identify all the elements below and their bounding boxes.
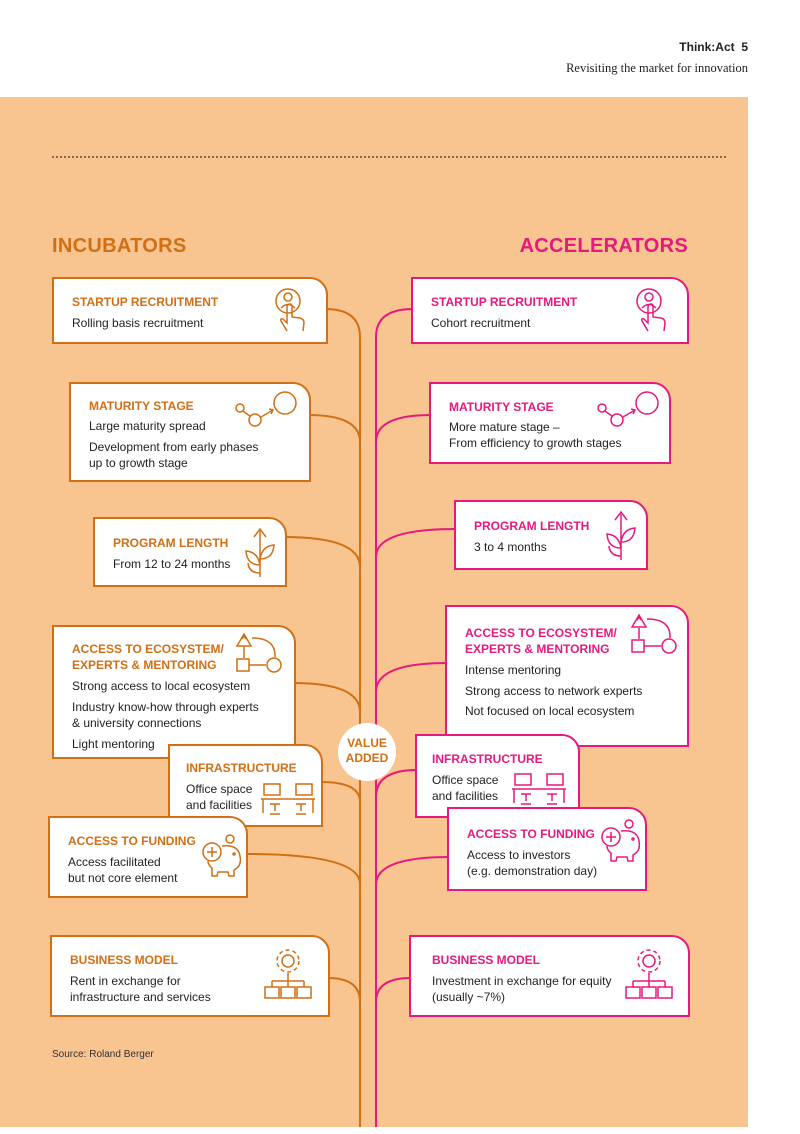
card-line: Access to investors xyxy=(467,848,571,862)
accelerator-lines xyxy=(375,308,457,1127)
network-flow-icon xyxy=(235,632,282,673)
card-title: EXPERTS & MENTORING xyxy=(72,658,217,672)
card-line: Rolling basis recruitment xyxy=(72,316,204,330)
incubator-card-maturity: MATURITY STAGE Large maturity spread Dev… xyxy=(69,382,311,482)
card-line: and facilities xyxy=(432,789,499,803)
card-line: Access facilitated xyxy=(68,855,161,869)
dotted-divider xyxy=(52,156,726,158)
card-line: up to growth stage xyxy=(89,456,188,470)
card-line: Cohort recruitment xyxy=(431,316,531,330)
card-line: Strong access to local ecosystem xyxy=(72,679,251,693)
card-line: & university connections xyxy=(72,716,202,730)
card-title: INFRASTRUCTURE xyxy=(186,761,297,775)
card-title: ACCESS TO FUNDING xyxy=(467,827,595,841)
card-line: but not core element xyxy=(68,871,178,885)
piggy-bank-icon xyxy=(202,834,242,877)
accelerator-card-business-model: BUSINESS MODEL Investment in exchange fo… xyxy=(409,935,690,1017)
accelerator-card-recruitment: STARTUP RECRUITMENT Cohort recruitment xyxy=(411,277,689,344)
accelerator-card-program-length: PROGRAM LENGTH 3 to 4 months xyxy=(454,500,648,570)
card-title: BUSINESS MODEL xyxy=(432,953,541,967)
card-line: More mature stage – xyxy=(449,420,560,434)
incubator-card-funding: ACCESS TO FUNDING Access facilitated but… xyxy=(48,816,248,898)
card-line: infrastructure and services xyxy=(70,990,211,1004)
card-line: (e.g. demonstration day) xyxy=(467,864,598,878)
card-line: and facilities xyxy=(186,798,253,812)
card-line: Large maturity spread xyxy=(89,419,206,433)
card-title: MATURITY STAGE xyxy=(89,399,194,413)
gear-org-icon xyxy=(264,949,312,999)
value-added-line: ADDED xyxy=(345,751,389,765)
page-number: 5 xyxy=(741,40,748,54)
card-line: (usually ~7%) xyxy=(432,990,506,1004)
desk-icon xyxy=(261,783,315,815)
card-line: Rent in exchange for xyxy=(70,974,181,988)
card-line: Not focused on local ecosystem xyxy=(465,704,635,718)
incubator-card-recruitment: STARTUP RECRUITMENT Rolling basis recrui… xyxy=(52,277,328,344)
incubators-title: INCUBATORS xyxy=(52,235,187,257)
growth-circles-icon xyxy=(235,391,297,427)
header-subtitle: Revisiting the market for innovation xyxy=(566,61,748,75)
incubator-lines xyxy=(245,308,361,1127)
value-added-line: VALUE xyxy=(347,736,387,750)
card-line: Industry know-how through experts xyxy=(72,700,259,714)
header-brand: Think:Act 5 xyxy=(679,40,748,54)
card-title: EXPERTS & MENTORING xyxy=(465,642,610,656)
brand-name: Think:Act xyxy=(679,40,735,54)
diagram-panel: INCUBATORS ACCELERATORS STARTUP RECRUITM… xyxy=(0,97,748,1127)
card-title: BUSINESS MODEL xyxy=(70,953,179,967)
card-title: INFRASTRUCTURE xyxy=(432,752,543,766)
value-added-badge: VALUE ADDED xyxy=(338,723,396,781)
card-line: Intense mentoring xyxy=(465,663,562,677)
accelerator-card-infrastructure: INFRASTRUCTURE Office space and faciliti… xyxy=(415,734,580,818)
desk-icon xyxy=(512,773,566,805)
card-line: Office space xyxy=(432,773,499,787)
plant-icon xyxy=(606,510,636,560)
card-title: MATURITY STAGE xyxy=(449,400,554,414)
accelerator-card-ecosystem: ACCESS TO ECOSYSTEM/ EXPERTS & MENTORING… xyxy=(445,605,689,747)
card-title: STARTUP RECRUITMENT xyxy=(431,295,578,309)
card-line: From efficiency to growth stages xyxy=(449,436,622,450)
network-flow-icon xyxy=(630,613,677,654)
card-title: ACCESS TO ECOSYSTEM/ xyxy=(72,642,224,656)
growth-circles-icon xyxy=(597,391,659,427)
connector-lines xyxy=(245,308,457,1127)
card-title: PROGRAM LENGTH xyxy=(113,536,229,550)
incubator-card-business-model: BUSINESS MODEL Rent in exchange for infr… xyxy=(50,935,330,1017)
accelerators-title: ACCELERATORS xyxy=(519,235,688,257)
piggy-bank-icon xyxy=(601,819,641,862)
accelerator-card-maturity: MATURITY STAGE More mature stage – From … xyxy=(429,382,671,464)
card-title: ACCESS TO FUNDING xyxy=(68,834,196,848)
card-title: PROGRAM LENGTH xyxy=(474,519,590,533)
card-line: From 12 to 24 months xyxy=(113,557,231,571)
card-line: Light mentoring xyxy=(72,737,155,751)
card-title: ACCESS TO ECOSYSTEM/ xyxy=(465,626,617,640)
card-line: Office space xyxy=(186,782,253,796)
incubator-card-program-length: PROGRAM LENGTH From 12 to 24 months xyxy=(93,517,287,587)
card-line: Strong access to network experts xyxy=(465,684,643,698)
incubator-card-ecosystem: ACCESS TO ECOSYSTEM/ EXPERTS & MENTORING… xyxy=(52,625,296,759)
source-note: Source: Roland Berger xyxy=(52,1049,154,1060)
touch-person-icon xyxy=(636,288,666,332)
incubator-card-infrastructure: INFRASTRUCTURE Office space and faciliti… xyxy=(168,744,323,827)
card-line: 3 to 4 months xyxy=(474,540,547,554)
touch-person-icon xyxy=(275,288,305,332)
gear-org-icon xyxy=(625,949,673,999)
accelerator-card-funding: ACCESS TO FUNDING Access to investors (e… xyxy=(447,807,647,891)
card-title: STARTUP RECRUITMENT xyxy=(72,295,219,309)
card-line: Development from early phases xyxy=(89,440,259,454)
card-line: Investment in exchange for equity xyxy=(432,974,612,988)
plant-icon xyxy=(245,527,275,577)
